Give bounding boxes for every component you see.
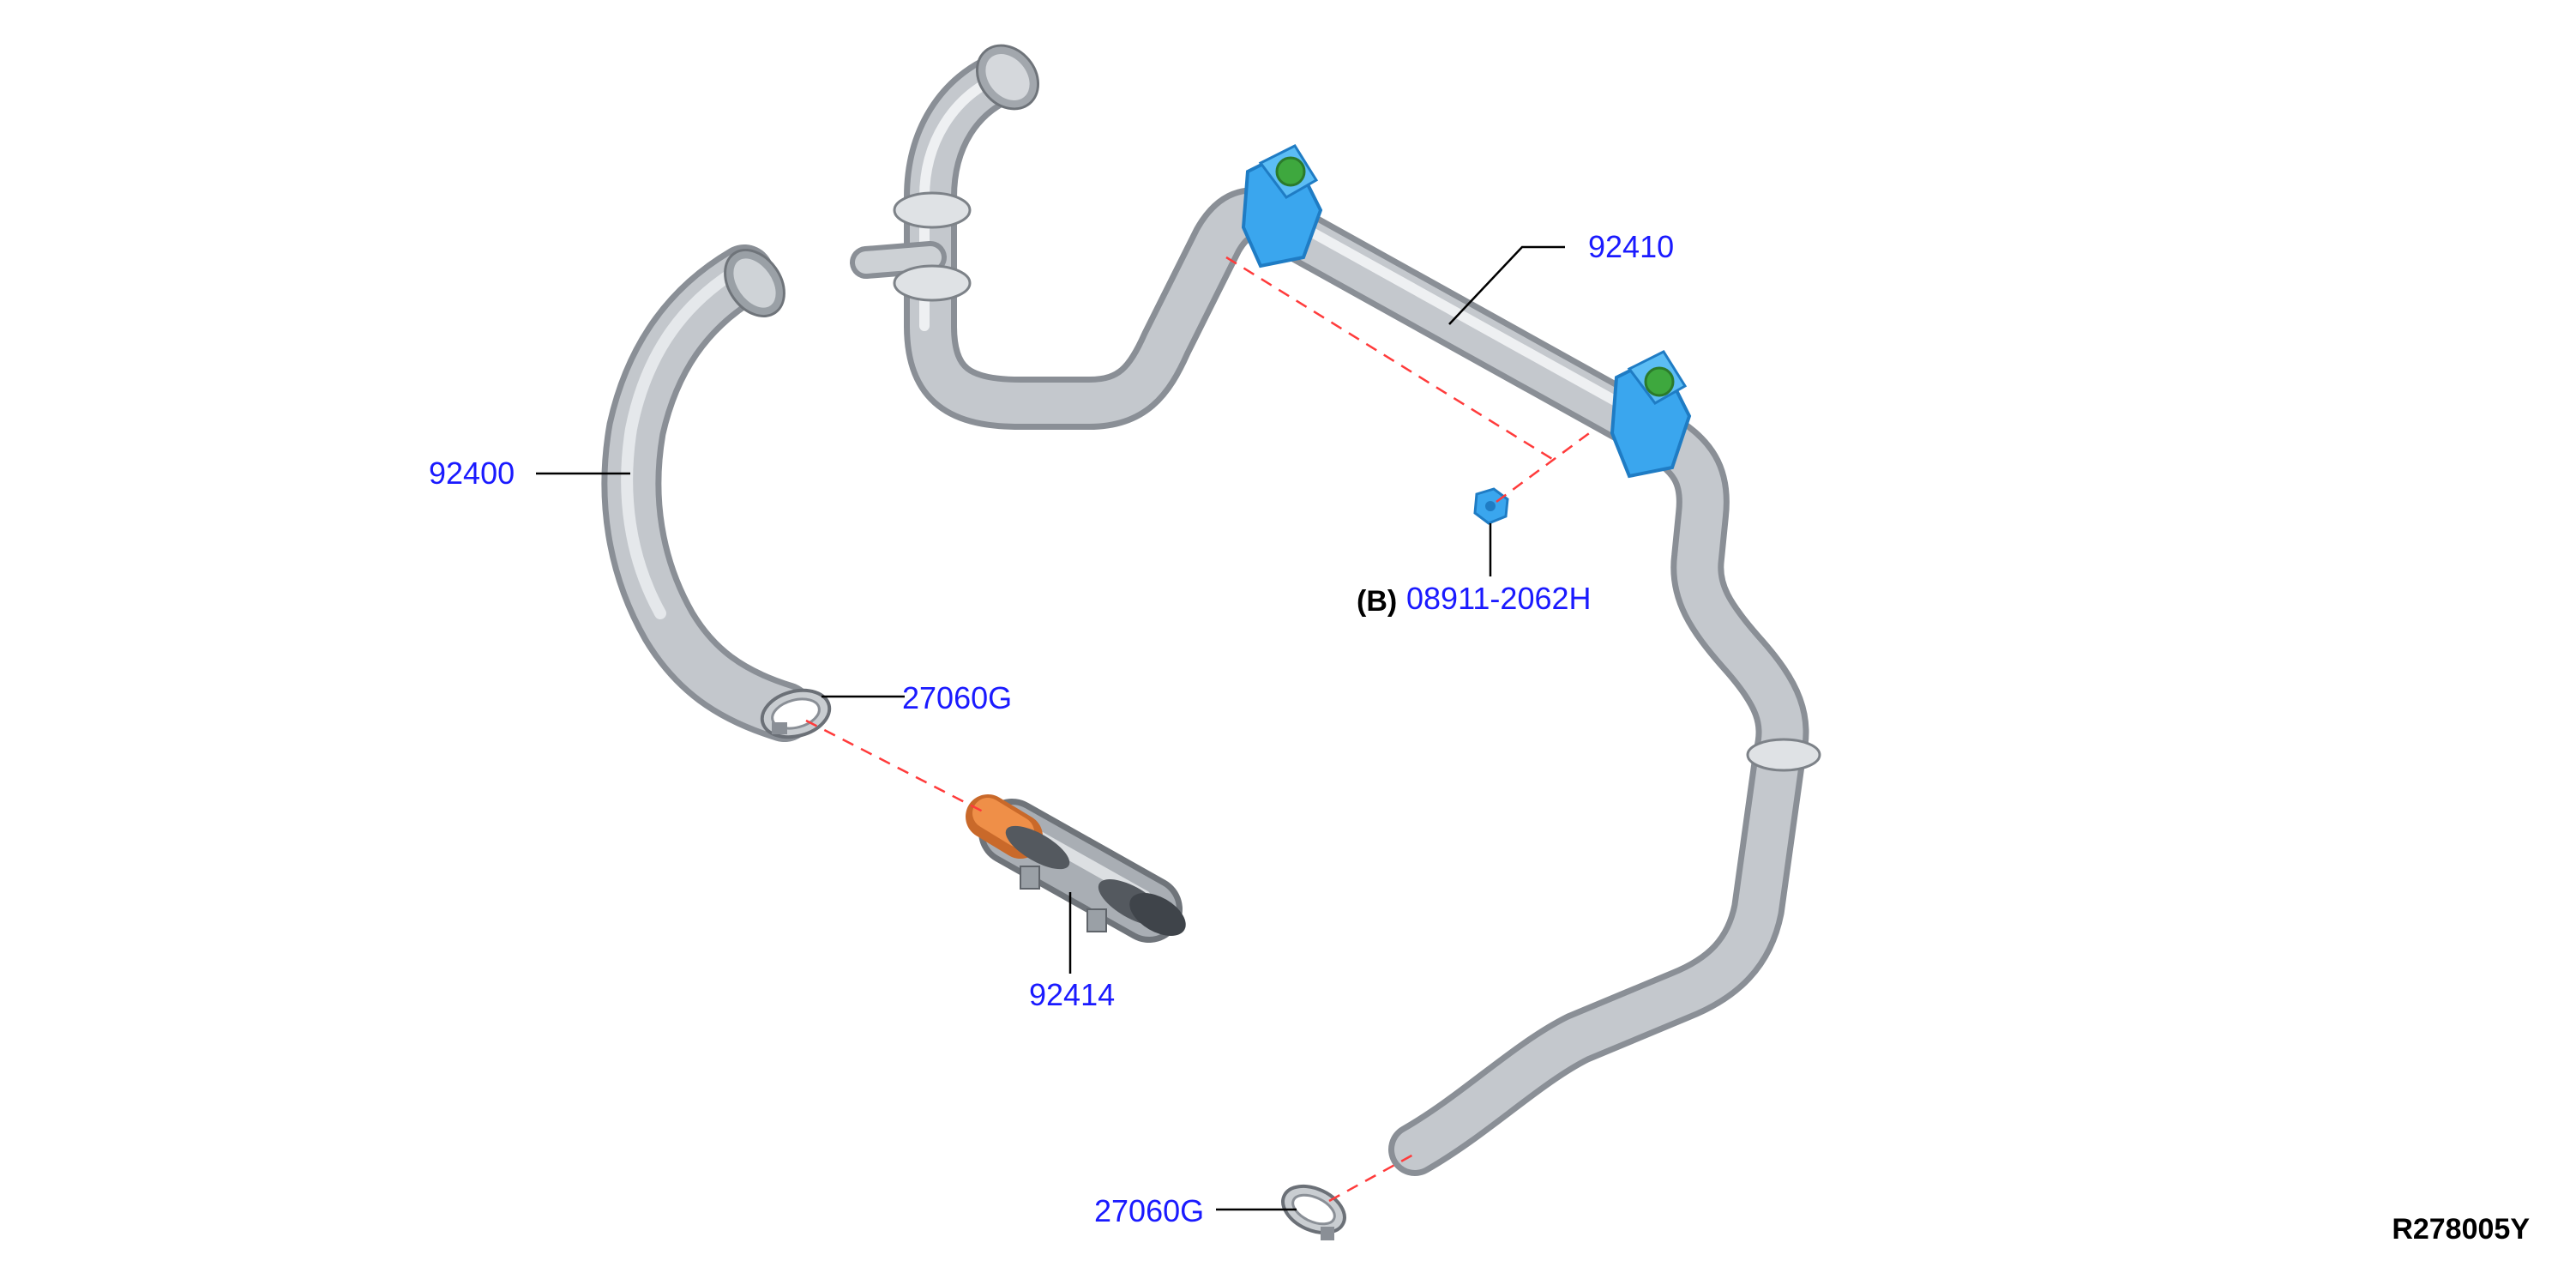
callout-92400: 92400 <box>429 456 515 491</box>
callout-27060g-upper: 27060G <box>902 680 1012 715</box>
bracket-upper <box>1241 144 1323 268</box>
nut-08911-2062h <box>1473 487 1509 525</box>
clamp-27060g-upper <box>760 688 832 739</box>
dash-bracket-line <box>1225 256 1553 461</box>
dash-lower-clamp <box>1328 1152 1416 1203</box>
bracket-lower <box>1610 350 1692 479</box>
dash-nut-line <box>1496 427 1596 504</box>
callout-labels: 92400 92410 27060G 92414 08911-2062H 270… <box>429 229 1674 1228</box>
callout-27060g-lower: 27060G <box>1094 1193 1204 1228</box>
pipe-92410 <box>1241 144 1821 1176</box>
leader-92410 <box>1448 245 1565 325</box>
hose-92400 <box>601 244 815 742</box>
callout-92410: 92410 <box>1588 229 1674 264</box>
hose-92414 <box>966 794 1186 943</box>
callout-92414: 92414 <box>1029 977 1115 1012</box>
clamp-27060g-lower <box>1281 1184 1346 1240</box>
diagram-id: R278005Y <box>2392 1213 2530 1246</box>
leader-lines <box>536 245 1565 1211</box>
hose-top-clamp <box>724 249 785 317</box>
dash-clamp-to-fitting <box>805 719 987 815</box>
assembly-lines <box>805 256 1596 1203</box>
reference-mark-b: (B) <box>1357 585 1397 618</box>
callout-08911-2062h: 08911-2062H <box>1406 581 1592 616</box>
hose-upper-left <box>850 44 1304 430</box>
